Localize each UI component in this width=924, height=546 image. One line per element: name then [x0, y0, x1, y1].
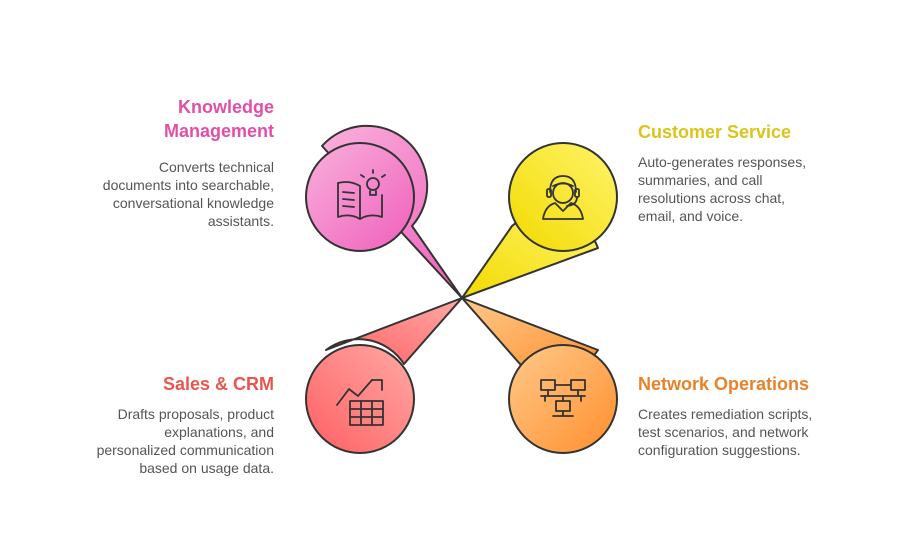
knowledge-petal [305, 124, 463, 299]
knowledge-description: Converts technical documents into search… [102, 159, 274, 229]
customer-description: Auto-generates responses, summaries, and… [638, 154, 807, 224]
customer-block: Customer Service Auto-generates response… [638, 120, 806, 225]
sales-block: Sales & CRM Drafts proposals, product ex… [97, 372, 274, 477]
knowledge-block: Knowledge Management Converts technical … [103, 95, 274, 230]
open-book-lightbulb-icon [337, 169, 386, 220]
headset-agent-icon [542, 175, 584, 220]
network-petal [461, 297, 618, 454]
network-block: Network Operations Creates remediation s… [638, 372, 812, 459]
knowledge-title: Knowledge Management [163, 97, 274, 141]
customer-petal [461, 142, 618, 299]
network-title: Network Operations [638, 374, 810, 394]
network-description: Creates remediation scripts, test scenar… [638, 406, 813, 458]
sales-petal [305, 297, 463, 454]
customer-title: Customer Service [638, 122, 792, 142]
sales-description: Drafts proposals, product explanations, … [96, 406, 274, 476]
chart-table-icon [336, 379, 384, 426]
sales-title: Sales & CRM [162, 374, 274, 394]
network-computers-icon [540, 379, 586, 417]
